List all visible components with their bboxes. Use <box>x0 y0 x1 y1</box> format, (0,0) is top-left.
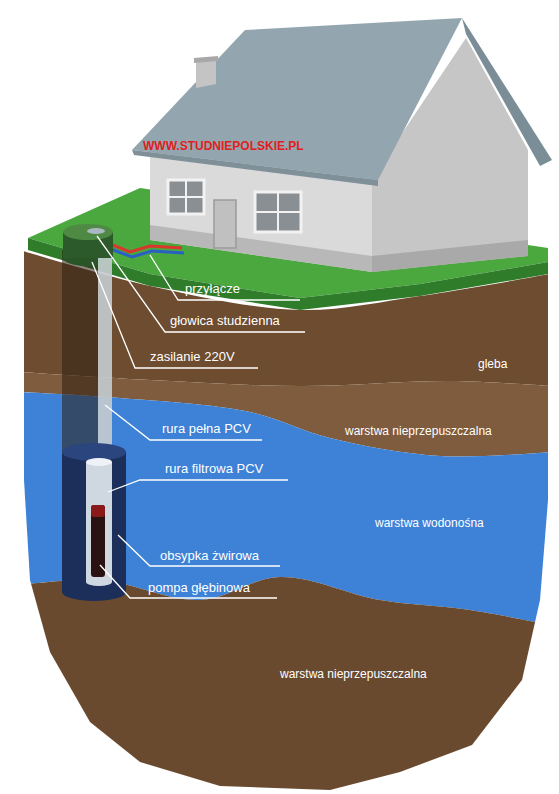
callout-label: rura pełna PCV <box>162 421 251 436</box>
leader-line <box>118 535 280 566</box>
well-head-top <box>63 224 113 240</box>
leader-line <box>108 480 288 492</box>
leader-line <box>105 405 262 440</box>
deep-well-pump-top <box>91 505 105 517</box>
casing-pipe <box>98 258 112 468</box>
house-plinth <box>372 240 528 272</box>
gravel-pack-top <box>62 443 126 461</box>
leader-line <box>150 255 300 300</box>
impermeable-layer-shape <box>0 575 559 794</box>
deep-well-pump <box>91 505 105 577</box>
callout-label: obsypka żwirowa <box>160 548 259 563</box>
filter-pipe <box>86 462 112 582</box>
well-head <box>63 232 113 258</box>
supply-pipe <box>100 245 184 257</box>
window <box>168 180 204 214</box>
window <box>255 192 301 232</box>
layer-label: warstwa nieprzepuszczalna <box>345 424 492 439</box>
chimney-cap <box>194 56 218 63</box>
watermark: WWW.STUDNIEPOLSKIE.PL <box>143 139 304 153</box>
layer-label: warstwa wodonośna <box>375 516 484 531</box>
window-frame <box>168 196 204 198</box>
impermeable-layer: warstwa nieprzepuszczalna <box>0 575 559 794</box>
gravel-pack <box>62 583 126 601</box>
filter-pipe <box>86 578 112 586</box>
filter-pipe-top <box>86 458 112 466</box>
callout-label: głowica studzienna <box>170 313 280 328</box>
leader-line <box>97 236 305 332</box>
borehole <box>62 250 112 455</box>
house-roof <box>132 18 462 180</box>
leader-line <box>100 565 277 598</box>
callout-label: rura filtrowa PCV <box>165 461 263 476</box>
door <box>214 200 236 248</box>
layer-label: warstwa nieprzepuszczalna <box>280 667 427 682</box>
callout-label: pompa głębinowa <box>148 580 250 595</box>
callout-label: przyłącze <box>185 281 240 296</box>
callout-label: zasilanie 220V <box>150 349 235 364</box>
well-head-cover <box>87 228 105 234</box>
layer-label: gleba <box>478 357 507 372</box>
house-roof-edge <box>462 18 552 166</box>
soil-layer-fill <box>20 250 550 386</box>
well-head <box>63 250 113 266</box>
chimney <box>196 60 216 88</box>
gravel-pack <box>62 452 126 592</box>
window-frame <box>255 211 301 213</box>
impermeable-layer-fill <box>20 577 550 794</box>
